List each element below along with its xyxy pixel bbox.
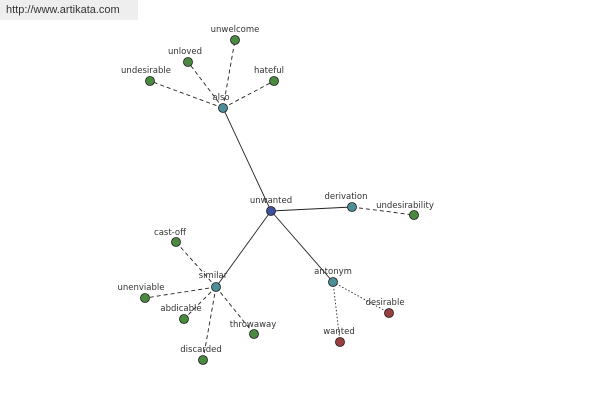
term-label-desirable: desirable bbox=[365, 298, 404, 308]
edge-similar-cast-off bbox=[175, 241, 217, 288]
term-node-undesirable[interactable] bbox=[145, 76, 155, 86]
edge-antonym-wanted bbox=[332, 281, 341, 343]
term-label-unloved: unloved bbox=[168, 47, 202, 57]
term-label-abdicable: abdicable bbox=[160, 304, 201, 314]
term-node-discarded[interactable] bbox=[198, 355, 208, 365]
term-label-unwelcome: unwelcome bbox=[211, 25, 260, 35]
term-label-cast-off: cast-off bbox=[154, 228, 187, 238]
term-label-undesirability: undesirability bbox=[376, 201, 434, 211]
term-label-hateful: hateful bbox=[254, 66, 284, 76]
term-node-desirable[interactable] bbox=[384, 308, 394, 318]
graph-nodes bbox=[140, 35, 419, 365]
root-label: unwanted bbox=[250, 196, 292, 206]
term-label-discarded: discarded bbox=[180, 345, 221, 355]
edge-also-hateful bbox=[222, 80, 275, 109]
relation-label-antonym: antonym bbox=[314, 267, 352, 277]
edge-also-undesirable bbox=[149, 80, 224, 109]
edge-unwanted-similar bbox=[215, 210, 272, 288]
edge-antonym-desirable bbox=[332, 281, 390, 314]
relation-node-similar[interactable] bbox=[211, 282, 221, 292]
term-node-unwelcome[interactable] bbox=[230, 35, 240, 45]
root-node-unwanted[interactable] bbox=[266, 206, 276, 216]
term-node-throwaway[interactable] bbox=[249, 329, 259, 339]
edge-similar-discarded bbox=[202, 286, 217, 361]
term-label-unenviable: unenviable bbox=[118, 283, 165, 293]
edge-unwanted-antonym bbox=[270, 210, 334, 283]
relation-label-also: also bbox=[212, 93, 229, 103]
term-node-cast-off[interactable] bbox=[171, 237, 181, 247]
relation-node-derivation[interactable] bbox=[347, 202, 357, 212]
edge-derivation-undesirability bbox=[351, 206, 415, 216]
edge-also-unwelcome bbox=[222, 39, 236, 109]
edge-similar-throwaway bbox=[215, 286, 255, 335]
site-url-link[interactable]: http://www.artikata.com bbox=[0, 0, 138, 20]
term-label-undesirable: undesirable bbox=[121, 66, 171, 76]
term-label-throwaway: throwaway bbox=[230, 320, 277, 330]
term-node-unenviable[interactable] bbox=[140, 293, 150, 303]
graph-labels: unwanted also undesirable unloved unwelcome h… bbox=[118, 25, 434, 355]
term-label-wanted: wanted bbox=[323, 327, 355, 337]
relation-node-antonym[interactable] bbox=[328, 277, 338, 287]
term-node-hateful[interactable] bbox=[269, 76, 279, 86]
edge-unwanted-derivation bbox=[270, 206, 353, 212]
relation-label-derivation: derivation bbox=[324, 192, 367, 202]
term-node-unloved[interactable] bbox=[183, 57, 193, 67]
graph-edges bbox=[144, 39, 415, 361]
edge-also-unloved bbox=[187, 61, 224, 109]
relation-label-similar: similar bbox=[199, 271, 228, 281]
term-node-abdicable[interactable] bbox=[179, 314, 189, 324]
edge-similar-abdicable bbox=[183, 286, 217, 320]
edge-similar-unenviable bbox=[144, 286, 217, 299]
relation-node-also[interactable] bbox=[218, 103, 228, 113]
edge-unwanted-also bbox=[222, 107, 272, 212]
term-node-wanted[interactable] bbox=[335, 337, 345, 347]
term-node-undesirability[interactable] bbox=[409, 210, 419, 220]
